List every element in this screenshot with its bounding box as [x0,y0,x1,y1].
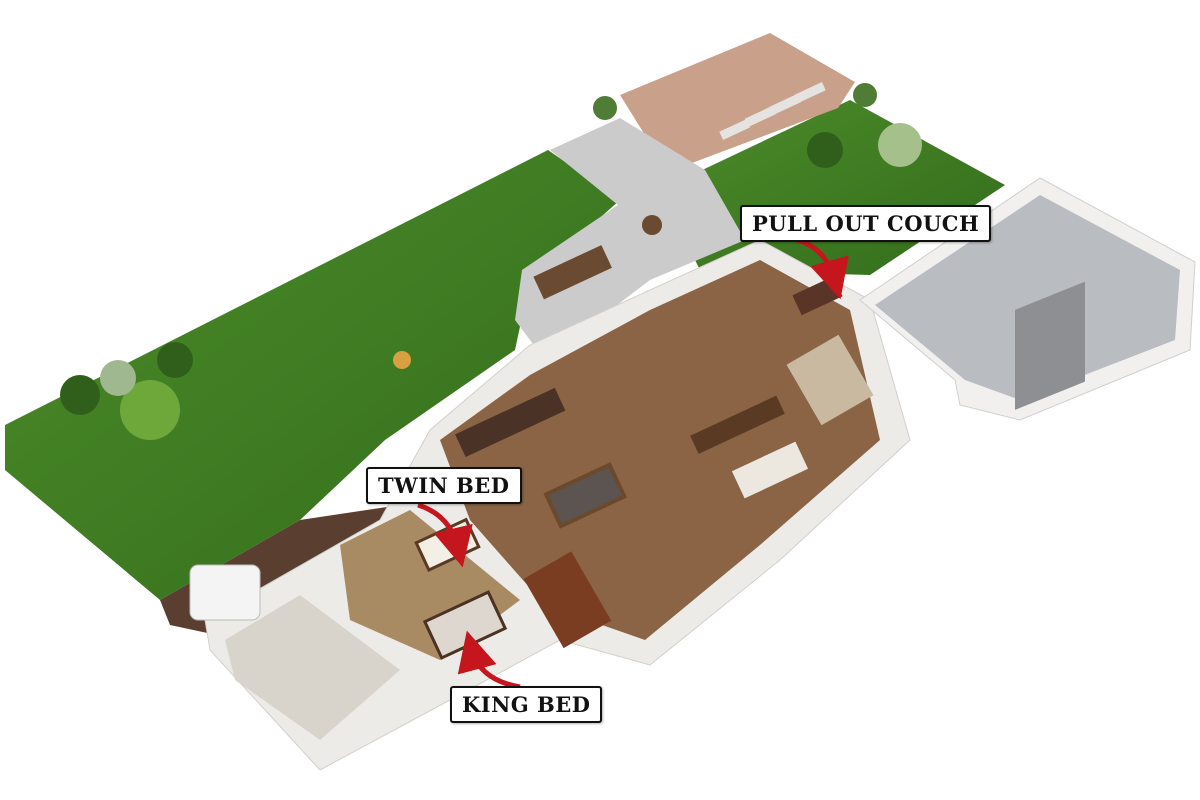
dining-table [690,395,785,454]
kitchen-island [731,441,809,499]
pool-table [543,462,627,529]
main-wood-floor [440,260,880,640]
pink-patio [620,33,855,172]
garage-door [1015,281,1085,410]
twin-bed-label: TWIN BED [366,467,522,504]
pull-out-couch-label: PULL OUT COUCH [740,205,992,242]
king-bed-label: KING BED [450,686,603,723]
sectional-sofa [455,387,566,458]
garage-floor [875,195,1180,400]
king-bed-arrow [457,630,521,690]
hot-tub [189,564,261,621]
round-patio-table [642,215,662,235]
trees [60,83,922,440]
stone-walkway [515,118,745,360]
interior-stairs [786,334,874,426]
staircase [523,551,612,649]
twin-bed-arrow [417,502,473,568]
lounge-chairs [719,82,826,140]
bathroom-area [225,595,400,740]
patio-dining-table [533,245,612,300]
left-lawn [5,150,620,600]
fire-pit [393,351,411,369]
